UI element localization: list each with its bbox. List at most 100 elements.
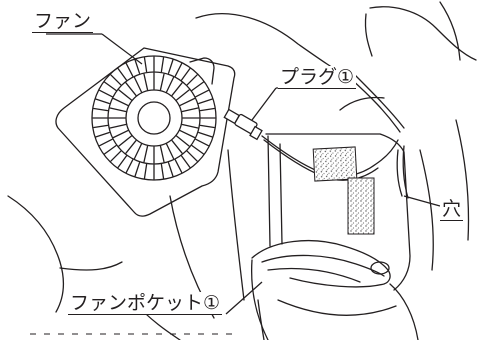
fan-grille-slot [198, 98, 213, 105]
fan-grille-slot [117, 155, 128, 169]
fan-grille-slot [191, 144, 205, 155]
jacket-outline-left-lower [59, 261, 123, 271]
zipper-pull [370, 261, 390, 275]
fan-grille-slot-inner [165, 143, 175, 160]
plug-leader-slant [251, 87, 277, 121]
fan-grille-slot [186, 150, 198, 162]
fan-grille-slot-inner [143, 73, 149, 91]
fan-grille-slot [198, 131, 213, 138]
fan-hub [137, 101, 171, 135]
fan-grille-slot [174, 62, 183, 77]
fan-pocket-inner [261, 254, 385, 277]
right-fabric-line [455, 119, 470, 241]
fan-grille-slot [199, 124, 215, 129]
collar-edge [364, 13, 373, 57]
fan-grille-slot [93, 124, 109, 129]
fan-body [55, 47, 236, 217]
fan-grille-slot [110, 150, 122, 162]
collar-fold [439, 1, 461, 61]
fan-pocket-body-right [389, 283, 419, 341]
fan-grille-slots-inner [108, 72, 200, 164]
jacket-fold-line-2 [227, 149, 245, 301]
fan-grille-slot [125, 62, 134, 77]
fan-pocket-body [250, 259, 269, 341]
fan-grille-slot-inner [171, 140, 183, 154]
fan-label: ファン [32, 10, 94, 33]
fan-grille-slot [143, 57, 148, 73]
fan-grille-slot-inner [179, 97, 196, 107]
fan-grille-slot [98, 89, 113, 98]
fan-grille-ring [107, 71, 201, 165]
hole-slit [396, 149, 403, 197]
fan-grille-slot-inner [171, 82, 183, 96]
fan-grille-slot [180, 67, 191, 81]
fan-grille-slot-inner [159, 145, 165, 163]
fan-grille-slot-inner [133, 143, 143, 160]
fan-pocket-outline [251, 239, 391, 288]
fan-grille-slot-inner [165, 76, 175, 93]
shoulder-line [339, 96, 385, 111]
fan-leader-slant [101, 33, 143, 65]
velcro-patch-upper [312, 146, 358, 182]
fan-grille-slot [103, 81, 117, 92]
hole-label: 穴 [440, 198, 464, 221]
fan-grille-slot-inner [125, 82, 137, 96]
right-fabric-line-2 [419, 149, 434, 271]
fan-grille-slot [98, 138, 113, 147]
jacket-outline-left [7, 195, 65, 313]
fan-grille-slot-inner [118, 135, 132, 147]
fan-grille-slot [95, 98, 110, 105]
fan-grille-slot [93, 107, 109, 112]
fan-grille-slot [134, 59, 141, 74]
velcro-patch-lower [347, 177, 375, 235]
fan-grille-slot [199, 107, 215, 112]
fan-grille-slot [195, 89, 210, 98]
fan-grille-slot-inner [181, 107, 199, 113]
pocket-panel-inner [279, 143, 283, 245]
fan-pocket-bottom [277, 299, 397, 316]
fan-body-tab [189, 57, 215, 85]
fan-pocket-lip [267, 267, 361, 283]
fan-grille-slot [191, 81, 205, 92]
fan-grille-slot-inner [176, 135, 190, 147]
fan-grille-slot [117, 67, 128, 81]
fan-grille-slot [167, 162, 174, 177]
fan-grille-slot [95, 131, 110, 138]
fan-grille-slot [186, 74, 198, 86]
fan-pocket-zipper [257, 299, 265, 341]
fan-grille-slot-inner [118, 89, 132, 101]
fan-grille-outer [91, 55, 217, 181]
fan-grille-slot [180, 155, 191, 169]
fan-grille-slot-inner [112, 97, 129, 107]
fan-grille-slots [92, 56, 216, 180]
fan-grille-slot [195, 138, 210, 147]
fan-grille-slot [125, 159, 134, 174]
fan-grille-slot [160, 163, 165, 179]
fan-grille-slot [110, 74, 122, 86]
fan-grille-slot [134, 162, 141, 177]
fan-grille-slot-inner [143, 145, 149, 163]
pocket-leader-line [225, 281, 263, 315]
fan-grille-slot-inner [181, 123, 199, 129]
fan-grille-slot-inner [109, 107, 127, 113]
fan-grille-slot-inner [109, 123, 127, 129]
plug-label: プラグ① [278, 66, 357, 89]
fan-grille-slot [174, 159, 183, 174]
cord-upper [349, 77, 401, 133]
fan-grille-slot [143, 163, 148, 179]
hole-leader-line [403, 195, 441, 207]
hole-slit-edge [402, 145, 409, 199]
fan-grille-slot-inner [133, 76, 143, 93]
fan-grille-slot-inner [179, 129, 196, 139]
fan-grille-slot [167, 59, 174, 74]
plug-connector [223, 108, 263, 141]
fan-grille-slot-inner [125, 140, 137, 154]
fan-grille-slot [103, 144, 117, 155]
cord-upper-2 [353, 73, 405, 129]
fan-grille-slot-inner [112, 129, 129, 139]
fan-grille-inner [125, 89, 183, 147]
fan-grille-slot-inner [176, 89, 190, 101]
fan-grille-slot [160, 57, 165, 73]
